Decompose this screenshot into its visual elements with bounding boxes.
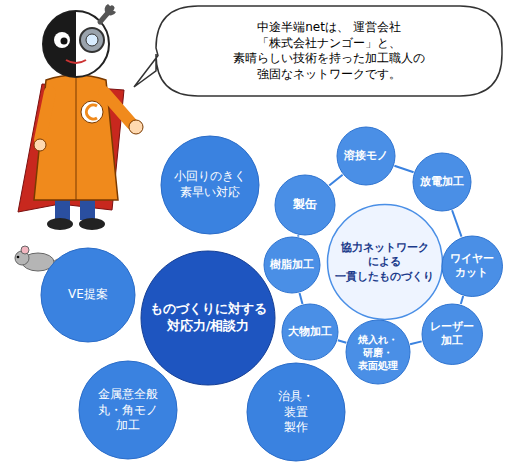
eye <box>54 32 70 48</box>
process-circle: 溶接モノ <box>336 126 396 186</box>
node-label: 協力ネットワーク による 一貫したものづくり <box>335 241 434 284</box>
arm <box>104 92 132 124</box>
ring-link <box>297 235 299 236</box>
head-dark-half <box>43 11 76 77</box>
mouse-eye <box>17 256 20 259</box>
circle-shape <box>264 237 320 293</box>
process-circle: ワイヤー カット <box>441 235 503 297</box>
circle-shape <box>337 127 395 185</box>
mouth <box>66 60 86 63</box>
text-group: 小回りのきく 素早い対応 <box>174 169 246 200</box>
text-group: 樹脂加工 <box>270 258 314 272</box>
mouse-ear <box>21 246 29 254</box>
hand <box>129 120 143 134</box>
node-label: 溶接モノ <box>344 149 388 163</box>
ring-link <box>394 166 413 173</box>
circle-shape <box>442 236 502 296</box>
ring-link <box>461 296 463 304</box>
text-group: VE提案 <box>68 287 108 303</box>
ring-link <box>452 210 461 236</box>
process-circle: 焼入れ・ 研磨・ 表面処理 <box>345 319 411 385</box>
circle-shape <box>413 153 471 211</box>
arm <box>40 92 50 140</box>
shoe <box>47 218 73 230</box>
circle-shape <box>247 363 345 461</box>
circle-shape <box>161 136 259 234</box>
bubble-shape <box>134 6 502 96</box>
feature-circle: VE提案 <box>40 247 136 343</box>
node-label: 大物加工 <box>288 325 332 339</box>
process-circle: 樹脂加工 <box>263 236 321 294</box>
node-label: 小回りのきく 素早い対応 <box>174 169 246 200</box>
process-circle: レーザー 加工 <box>421 303 483 365</box>
node-label: 治具・装置 製作 <box>278 389 314 436</box>
ring-link <box>338 340 347 343</box>
node-label: レーザー 加工 <box>430 320 474 349</box>
shoe <box>79 218 105 230</box>
hand <box>34 139 46 151</box>
node-label: 金属意全般 丸・角モノ 加工 <box>98 387 158 434</box>
ring-link <box>300 293 303 304</box>
circle-shape <box>328 205 443 320</box>
text-group: ものづくりに対する 対応力/相談力 <box>150 301 267 335</box>
text-group: 治具・装置 製作 <box>278 389 314 436</box>
text-group: 放電加工 <box>420 175 464 189</box>
ring-link <box>410 341 422 344</box>
node-label: ものづくりに対する 対応力/相談力 <box>150 301 267 335</box>
node-label: 焼入れ・ 研磨・ 表面処理 <box>358 333 398 372</box>
node-label: ワイヤー カット <box>450 252 494 281</box>
text-group: ワイヤー カット <box>450 252 494 281</box>
wrench-head <box>105 4 116 15</box>
speech-text: 中途半端netは、 運営会社「株式会社ナンゴー」と、 素晴らしい技術を持った加工… <box>233 20 425 82</box>
text-group: 協力ネットワーク による 一貫したものづくり <box>335 241 434 284</box>
ring-link <box>329 175 342 186</box>
goggle-lens <box>86 34 98 46</box>
process-circle: 大物加工 <box>281 303 339 361</box>
text-group: 中途半端netは、 運営会社「株式会社ナンゴー」と、 素晴らしい技術を持った加工… <box>233 20 425 82</box>
emblem-mark <box>86 105 97 119</box>
chest-emblem <box>81 101 103 123</box>
node-label: 樹脂加工 <box>270 258 314 272</box>
process-circle: 製缶 <box>274 174 336 236</box>
text-group: 金属意全般 丸・角モノ 加工 <box>98 387 158 434</box>
core-circle: ものづくりに対する 対応力/相談力 <box>140 250 276 386</box>
pupil <box>61 38 68 45</box>
circle-shape <box>79 361 177 459</box>
network-hub-circle: 協力ネットワーク による 一貫したものづくり <box>326 203 444 321</box>
feature-circle: 金属意全般 丸・角モノ 加工 <box>78 360 178 460</box>
mascot <box>18 4 143 230</box>
circle-shape <box>41 248 135 342</box>
text-group: 製缶 <box>293 197 317 213</box>
feature-circle: 治具・装置 製作 <box>246 362 346 462</box>
circle-shape <box>141 251 275 385</box>
node-label: 製缶 <box>293 197 317 213</box>
circle-shape <box>346 320 410 384</box>
coat-seam <box>76 78 77 200</box>
process-circle: 放電加工 <box>412 152 472 212</box>
text-group: 溶接モノ <box>344 149 388 163</box>
circle-shape <box>422 304 482 364</box>
circle-shape <box>275 175 335 235</box>
text-group: レーザー 加工 <box>430 320 474 349</box>
text-group: 焼入れ・ 研磨・ 表面処理 <box>358 333 398 372</box>
feature-circle: 小回りのきく 素早い対応 <box>160 135 260 235</box>
circle-shape <box>282 304 338 360</box>
speech-bubble: 中途半端netは、 運営会社「株式会社ナンゴー」と、 素晴らしい技術を持った加工… <box>156 6 502 96</box>
node-label: 放電加工 <box>420 175 464 189</box>
node-label: VE提案 <box>68 287 108 303</box>
goggle <box>80 28 104 52</box>
text-group: 大物加工 <box>288 325 332 339</box>
